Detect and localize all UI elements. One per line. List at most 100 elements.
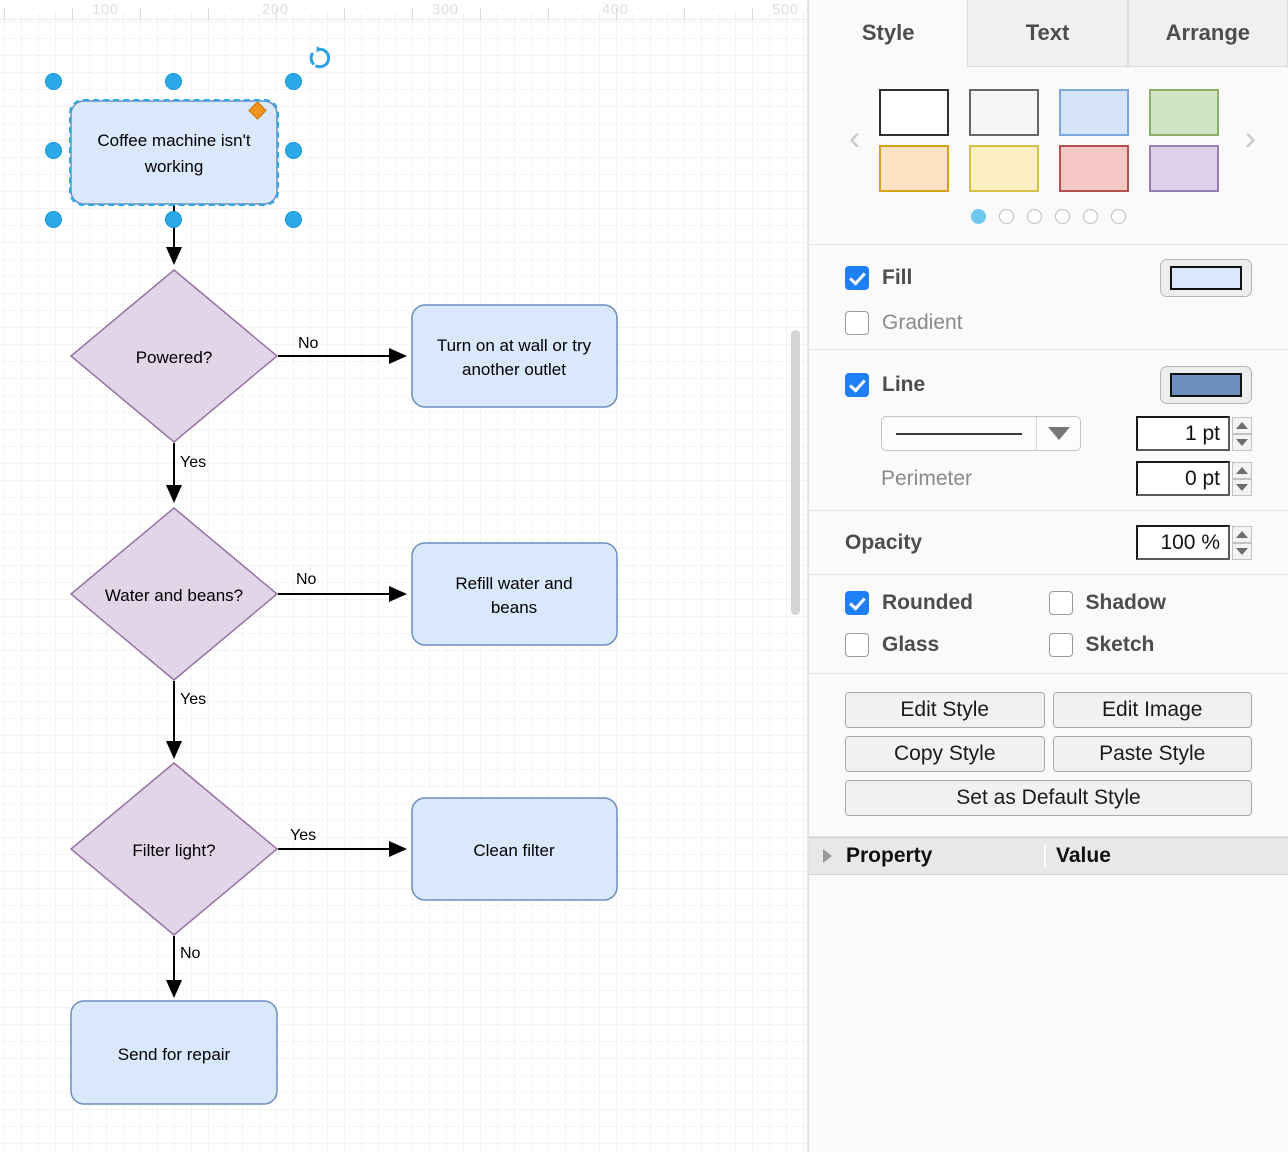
line-checkbox[interactable]: [845, 373, 869, 397]
line-style-caret[interactable]: [1036, 417, 1080, 450]
edit-image-button[interactable]: Edit Image: [1052, 692, 1252, 728]
ruler-minor-tick: [310, 14, 311, 20]
ruler-label: 200: [262, 1, 289, 18]
node-clean-filter[interactable]: Clean filter: [411, 797, 618, 901]
edge-label-powered-yes: Yes: [180, 454, 206, 471]
palette-swatch-blue[interactable]: [1058, 89, 1129, 136]
tab-arrange[interactable]: Arrange: [1127, 0, 1288, 67]
line-width-stepper-up[interactable]: [1232, 416, 1252, 434]
node-send-for-repair[interactable]: Send for repair: [70, 1000, 278, 1105]
palette-page-dot-6[interactable]: [1111, 209, 1126, 224]
resize-handle-ne[interactable]: [285, 73, 302, 90]
ruler-minor-tick: [531, 14, 532, 20]
perimeter-input[interactable]: 0 pt: [1136, 461, 1230, 496]
node-water-and-beans-label: Water and beans?: [105, 586, 243, 605]
node-turn-on-at-wall-label-1: Turn on at wall or try: [437, 336, 592, 355]
line-color-swatch: [1170, 373, 1242, 397]
properties-column-property: Property: [846, 844, 933, 867]
node-water-and-beans[interactable]: Water and beans?: [69, 507, 279, 681]
perimeter-stepper[interactable]: [1232, 461, 1252, 496]
ruler-major-tick: [276, 8, 277, 20]
set-as-default-style-button[interactable]: Set as Default Style: [845, 780, 1252, 816]
palette-swatch-white[interactable]: [878, 89, 949, 136]
palette-swatch-yellow[interactable]: [968, 145, 1039, 192]
node-turn-on-at-wall-label-2: another outlet: [462, 360, 566, 379]
ruler-minor-tick: [786, 14, 787, 20]
palette-swatch-red[interactable]: [1058, 145, 1129, 192]
ruler-minor-tick: [701, 14, 702, 20]
shadow-checkbox[interactable]: [1048, 591, 1073, 615]
node-powered[interactable]: Powered?: [69, 269, 279, 443]
opacity-stepper-up[interactable]: [1232, 525, 1252, 543]
node-refill-label-1: Refill water and: [455, 574, 572, 593]
palette-row-2: [878, 145, 1219, 192]
ruler-minor-tick: [446, 14, 447, 20]
resize-handle-e[interactable]: [285, 142, 302, 159]
ruler-minor-tick: [38, 14, 39, 20]
line-style-select[interactable]: [881, 416, 1081, 451]
palette-page-dot-2[interactable]: [999, 209, 1014, 224]
copy-style-button[interactable]: Copy Style: [845, 736, 1045, 772]
paste-style-button[interactable]: Paste Style: [1052, 736, 1252, 772]
tab-text[interactable]: Text: [967, 0, 1128, 67]
node-refill-water-and-beans[interactable]: Refill water and beans: [411, 542, 618, 646]
canvas-right-edge: [807, 0, 808, 1152]
node-turn-on-at-wall[interactable]: Turn on at wall or try another outlet: [411, 304, 618, 408]
canvas-vertical-scrollbar[interactable]: [791, 330, 800, 615]
opacity-stepper-down[interactable]: [1232, 542, 1252, 560]
palette-page-dot-1[interactable]: [971, 209, 986, 224]
resize-handle-nw[interactable]: [45, 73, 62, 90]
palette-swatch-green[interactable]: [1148, 89, 1219, 136]
opacity-stepper[interactable]: [1232, 525, 1252, 560]
line-width-stepper-down[interactable]: [1232, 433, 1252, 451]
ruler-minor-tick: [718, 14, 719, 20]
opacity-input[interactable]: 100 %: [1136, 525, 1230, 560]
palette-row-1: [878, 89, 1219, 136]
option-rounded: Rounded: [845, 591, 1049, 615]
line-width-stepper[interactable]: [1232, 416, 1252, 451]
resize-handle-se[interactable]: [285, 211, 302, 228]
rounded-checkbox[interactable]: [845, 591, 869, 615]
palette-page-dot-5[interactable]: [1083, 209, 1098, 224]
sketch-checkbox[interactable]: [1048, 633, 1073, 657]
line-style-preview: [896, 432, 1022, 435]
node-filter-light[interactable]: Filter light?: [69, 762, 279, 936]
line-label: Line: [882, 373, 926, 396]
ruler-minor-tick: [599, 14, 600, 20]
gradient-label: Gradient: [882, 311, 963, 334]
ruler-major-tick: [548, 8, 549, 20]
rotate-icon[interactable]: [306, 44, 334, 72]
line-width-input[interactable]: 1 pt: [1136, 416, 1230, 451]
node-start[interactable]: Coffee machine isn't working: [70, 100, 278, 205]
perimeter-row: Perimeter 0 pt: [845, 461, 1252, 496]
palette-page-dot-4[interactable]: [1055, 209, 1070, 224]
fill-checkbox[interactable]: [845, 266, 869, 290]
palette-swatch-grey[interactable]: [968, 89, 1039, 136]
resize-handle-s[interactable]: [165, 211, 182, 228]
palette-page-dot-3[interactable]: [1027, 209, 1042, 224]
ruler-minor-tick: [582, 14, 583, 20]
ruler-minor-tick: [55, 14, 56, 20]
palette-next-arrow[interactable]: ›: [1244, 119, 1256, 158]
node-powered-label: Powered?: [136, 348, 213, 367]
perimeter-label: Perimeter: [881, 466, 973, 490]
diagram-canvas[interactable]: Coffee machine isn't working Powered? Wa…: [0, 0, 808, 1152]
resize-handle-sw[interactable]: [45, 211, 62, 228]
glass-checkbox[interactable]: [845, 633, 869, 657]
edit-style-button[interactable]: Edit Style: [845, 692, 1045, 728]
chevron-right-icon[interactable]: [823, 849, 832, 863]
line-section: Line 1 pt: [809, 350, 1288, 511]
resize-handle-n[interactable]: [165, 73, 182, 90]
resize-handle-w[interactable]: [45, 142, 62, 159]
gradient-checkbox[interactable]: [845, 311, 869, 335]
palette-prev-arrow[interactable]: ‹: [849, 119, 861, 158]
perimeter-stepper-down[interactable]: [1232, 478, 1252, 496]
line-color-button[interactable]: [1160, 366, 1252, 404]
palette-swatch-purple[interactable]: [1148, 145, 1219, 192]
perimeter-stepper-up[interactable]: [1232, 461, 1252, 479]
ruler-minor-tick: [378, 14, 379, 20]
palette-swatch-orange[interactable]: [878, 145, 949, 192]
tab-style[interactable]: Style: [809, 0, 968, 67]
fill-color-button[interactable]: [1160, 259, 1252, 297]
